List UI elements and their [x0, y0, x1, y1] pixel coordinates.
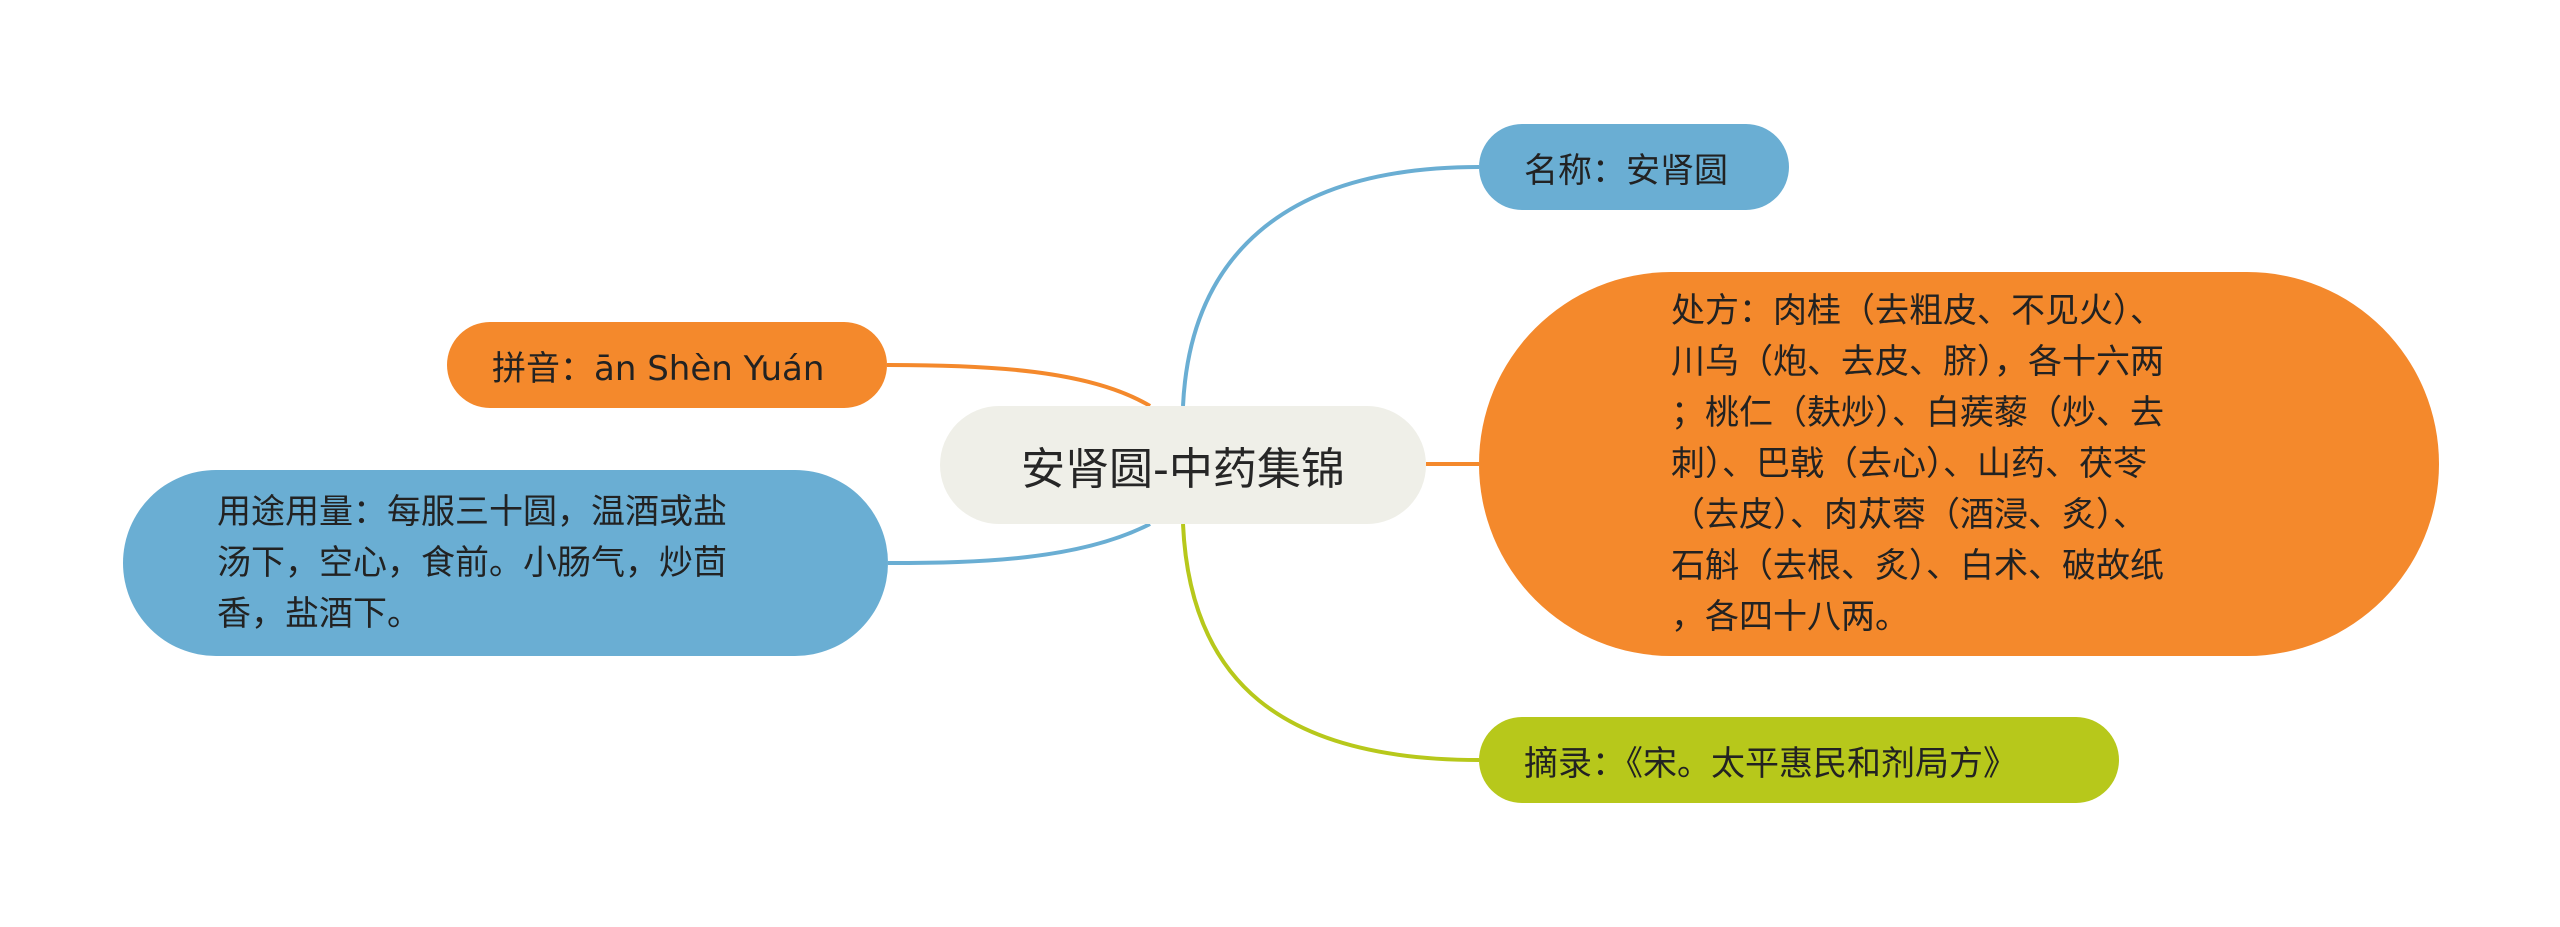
connector-usage	[887, 522, 1151, 565]
name-node[interactable]: 名称：安肾圆	[1479, 124, 1789, 210]
connector-name	[1181, 165, 1480, 407]
usage-dosage-node[interactable]: 用途用量：每服三十圆，温酒或盐 汤下，空心，食前。小肠气，炒茴 香，盐酒下。	[123, 470, 888, 656]
central-topic-node[interactable]: 安肾圆-中药集锦	[940, 406, 1426, 524]
usage-dosage-label: 用途用量：每服三十圆，温酒或盐 汤下，空心，食前。小肠气，炒茴 香，盐酒下。	[217, 491, 727, 634]
name-node-label: 名称：安肾圆	[1524, 150, 1728, 191]
pinyin-node-label: 拼音：ān Shèn Yuán	[492, 348, 825, 389]
formula-label: 处方：肉桂（去粗皮、不见火）、 川乌（炮、去皮、脐），各十六两 ；桃仁（麸炒）、…	[1671, 290, 2164, 637]
central-topic-label: 安肾圆-中药集锦	[1021, 444, 1345, 495]
pinyin-node[interactable]: 拼音：ān Shèn Yuán	[447, 322, 887, 408]
source-label: 摘录：《宋。太平惠民和剂局方》	[1524, 743, 2017, 784]
connector-source	[1181, 523, 1480, 762]
source-node[interactable]: 摘录：《宋。太平惠民和剂局方》	[1479, 717, 2119, 803]
formula-node[interactable]: 处方：肉桂（去粗皮、不见火）、 川乌（炮、去皮、脐），各十六两 ；桃仁（麸炒）、…	[1479, 272, 2439, 656]
connector-pinyin	[886, 363, 1152, 408]
